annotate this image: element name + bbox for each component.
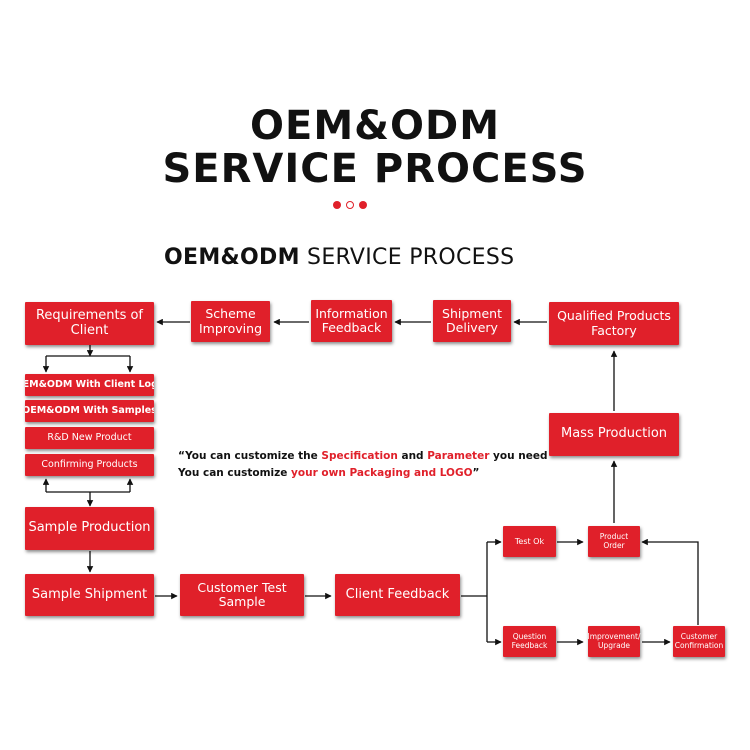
title-line-2: SERVICE PROCESS	[162, 146, 588, 192]
box-scheme-improving: Scheme Improving	[191, 301, 270, 342]
box-improvement-upgrade: Improvement/ Upgrade	[588, 626, 641, 657]
box-customer-test-sample: Customer Test Sample	[180, 574, 304, 616]
box-sample-production: Sample Production	[25, 507, 154, 550]
title-dots	[333, 201, 367, 211]
quote-line-2: You can customize your own Packaging and…	[178, 467, 479, 479]
title-line-1: OEM&ODM	[249, 103, 501, 149]
box-test-ok: Test Ok	[503, 526, 556, 557]
quote-text: ”	[472, 467, 480, 479]
quote-text: you need	[489, 450, 548, 462]
quote-text: and	[397, 450, 428, 462]
box-sample-shipment: Sample Shipment	[25, 574, 154, 616]
subtitle-rest: SERVICE PROCESS	[299, 245, 515, 270]
box-information-feedback: Information Feedback	[311, 300, 392, 342]
box-requirements-of-client: Requirements of Client	[25, 302, 154, 345]
quote-highlight-specification: Specification	[321, 450, 398, 462]
box-rnd-new-product: R&D New Product	[25, 427, 154, 449]
dot-hollow-middle	[346, 201, 354, 209]
box-product-order: Product Order	[588, 526, 640, 557]
box-qualified-products-factory: Qualified Products Factory	[549, 302, 679, 345]
box-question-feedback: Question Feedback	[503, 626, 556, 657]
quote-highlight-parameter: Parameter	[427, 450, 490, 462]
quote-text: You can customize	[178, 467, 292, 479]
box-mass-production: Mass Production	[549, 413, 679, 456]
quote-highlight-packaging: your own Packaging and LOGO	[291, 467, 473, 479]
box-confirming-products: Confirming Products	[25, 454, 154, 476]
box-customer-confirmation: Customer Confirmation	[673, 626, 725, 657]
box-oem-odm-client-logo: OEM&ODM With Client Logo	[25, 374, 154, 396]
box-shipment-delivery: Shipment Delivery	[433, 300, 511, 342]
quote-line-1: “You can customize the Specification and…	[178, 450, 547, 462]
subtitle-bold: OEM&ODM	[164, 245, 300, 270]
box-client-feedback: Client Feedback	[335, 574, 460, 616]
subtitle: OEM&ODM SERVICE PROCESS	[164, 245, 514, 270]
box-oem-odm-samples: OEM&ODM With Samples	[25, 400, 154, 422]
arrow-confirmation-to-order	[641, 538, 699, 625]
dot-filled-left	[333, 201, 341, 209]
quote-text: “You can customize the	[178, 450, 322, 462]
dot-filled-right	[359, 201, 367, 209]
